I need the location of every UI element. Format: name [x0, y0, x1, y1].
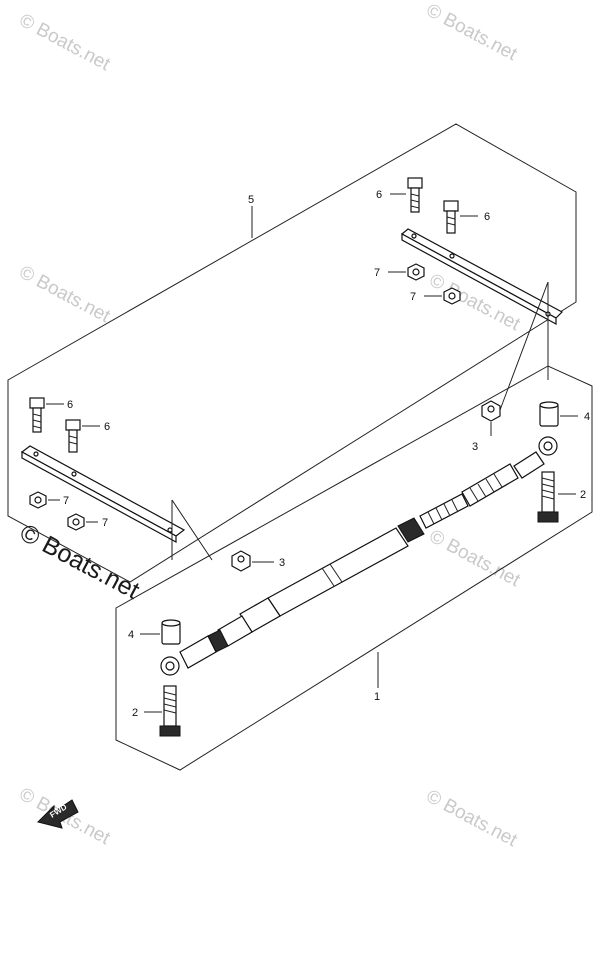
spacer-4: [161, 619, 181, 645]
fwd-arrow-icon: FWD: [37, 799, 79, 829]
callout-2: 2: [132, 707, 138, 719]
callout-7: 7: [410, 291, 416, 303]
bracket-plate-right-side: [401, 232, 557, 326]
bolt-hole: [449, 253, 455, 259]
nut-7: [407, 263, 425, 281]
bolt-hole: [71, 471, 77, 477]
watermark: © Boats.net: [423, 0, 521, 65]
callout-6: 6: [104, 421, 110, 433]
bolt-6: [443, 200, 459, 234]
nut-3: [481, 400, 501, 422]
callout-7: 7: [374, 267, 380, 279]
callout-7: 7: [63, 495, 69, 507]
bolt-6: [29, 397, 45, 433]
watermark-bold: © Boats.net: [15, 519, 144, 605]
nut-7: [29, 491, 47, 509]
watermark: © Boats.net: [16, 10, 114, 76]
bolt-2: [537, 471, 559, 523]
callout-3: 3: [472, 441, 478, 453]
callout-6: 6: [376, 189, 382, 201]
watermark: © Boats.net: [423, 786, 521, 852]
bolt-2: [159, 685, 181, 737]
callout-5: 5: [248, 194, 254, 206]
nut-7: [443, 287, 461, 305]
bolt-hole: [33, 451, 39, 457]
nut-3: [231, 550, 251, 572]
guide-line: [499, 281, 549, 411]
callout-7: 7: [102, 517, 108, 529]
guide-line: [171, 499, 213, 561]
bolt-hole: [411, 233, 417, 239]
callout-4: 4: [584, 411, 590, 423]
bolt-hole: [167, 527, 173, 533]
callout-6: 6: [484, 211, 490, 223]
callout-3: 3: [279, 557, 285, 569]
bolt-6: [407, 177, 423, 213]
bracket-plate-left-side: [21, 450, 177, 544]
group-box-5: [7, 123, 577, 583]
tie-rod-assembly: [160, 436, 558, 676]
bolt-6: [65, 419, 81, 453]
watermark: © Boats.net: [16, 262, 114, 328]
watermark: © Boats.net: [426, 526, 524, 592]
callout-1: 1: [374, 691, 380, 703]
callout-6: 6: [67, 399, 73, 411]
spacer-4: [539, 401, 559, 427]
nut-7: [67, 513, 85, 531]
callout-4: 4: [128, 629, 134, 641]
callout-2: 2: [580, 489, 586, 501]
